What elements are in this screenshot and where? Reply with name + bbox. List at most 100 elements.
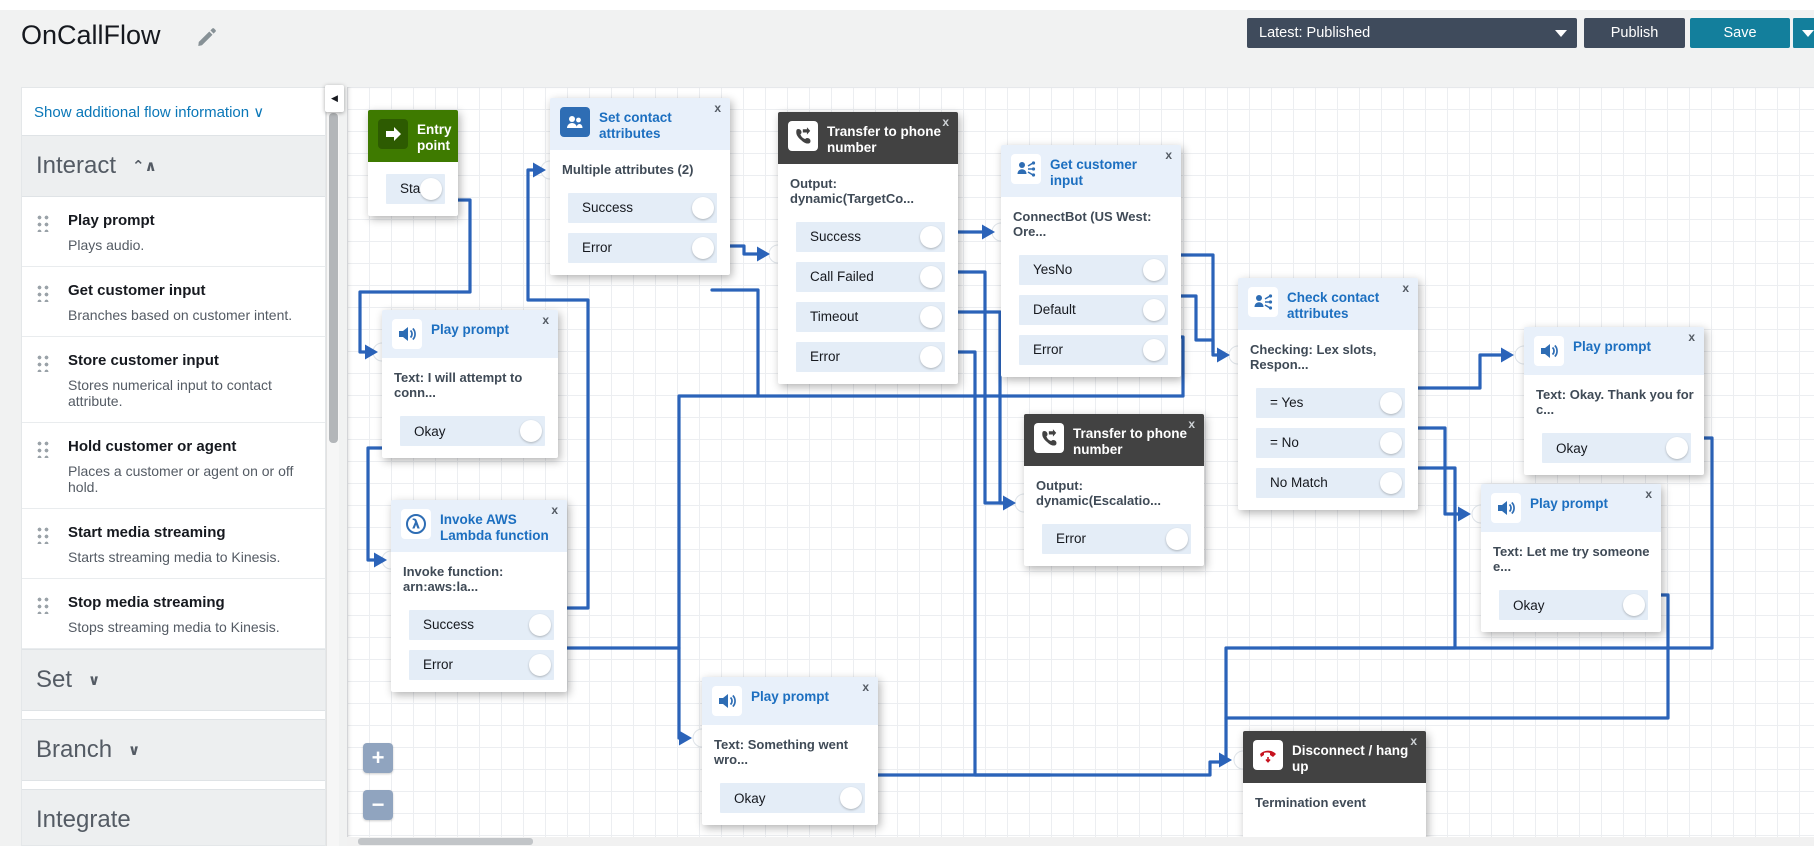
- node-output-success[interactable]: Success: [796, 221, 945, 252]
- node-output-error[interactable]: Error: [1042, 523, 1191, 554]
- node-output-error[interactable]: Error: [796, 341, 945, 372]
- node-output--yes[interactable]: = Yes: [1256, 387, 1405, 418]
- output-connector-dot[interactable]: [520, 420, 542, 442]
- node-title: Play prompt: [1530, 496, 1609, 511]
- zoom-out-button[interactable]: −: [363, 790, 393, 820]
- output-connector-dot[interactable]: [420, 177, 442, 200]
- node-title: Disconnect / hang up: [1292, 743, 1409, 774]
- sidebar-item-title: Start media streaming: [68, 524, 226, 541]
- output-connector-dot[interactable]: [920, 265, 942, 288]
- close-node-icon[interactable]: x: [714, 101, 721, 115]
- node-output-timeout[interactable]: Timeout: [796, 301, 945, 332]
- node-title: Check contact attributes: [1287, 290, 1380, 321]
- output-connector-dot[interactable]: [1143, 258, 1165, 281]
- node-output-default[interactable]: Default: [1019, 294, 1168, 325]
- node-output-yesno[interactable]: YesNo: [1019, 254, 1168, 285]
- output-connector-dot[interactable]: [529, 653, 551, 676]
- node-output-okay[interactable]: Okay: [1542, 433, 1691, 463]
- sidebar-section-set[interactable]: Set ∨: [22, 649, 325, 711]
- close-node-icon[interactable]: x: [1688, 330, 1695, 344]
- sidebar-collapse-button[interactable]: ◀: [325, 85, 344, 112]
- close-node-icon[interactable]: x: [942, 115, 949, 129]
- sidebar-item-title: Play prompt: [68, 212, 155, 229]
- sidebar-section-interact[interactable]: Interact ⌃︎∧: [22, 135, 325, 197]
- output-connector-dot[interactable]: [840, 787, 862, 809]
- output-connector-dot[interactable]: [1143, 338, 1165, 361]
- drag-handle-icon[interactable]: [36, 596, 50, 614]
- output-connector-dot[interactable]: [529, 613, 551, 636]
- node-output-error[interactable]: Error: [1019, 334, 1168, 365]
- output-connector-dot[interactable]: [1380, 431, 1402, 454]
- canvas-horizontal-scrollbar-thumb[interactable]: [358, 838, 533, 845]
- node-output--no[interactable]: = No: [1256, 427, 1405, 458]
- sidebar-scrollbar[interactable]: [326, 87, 339, 846]
- close-node-icon[interactable]: x: [1410, 734, 1417, 748]
- canvas-horizontal-scrollbar[interactable]: [347, 837, 1814, 846]
- sidebar-scrollbar-thumb[interactable]: [329, 113, 338, 443]
- node-output-okay[interactable]: Okay: [1499, 590, 1648, 620]
- output-connector-dot[interactable]: [920, 225, 942, 248]
- node-output-start[interactable]: Start: [386, 173, 445, 204]
- drag-handle-icon[interactable]: [36, 354, 50, 372]
- node-output-error[interactable]: Error: [409, 649, 554, 680]
- node-output-okay[interactable]: Okay: [400, 416, 545, 446]
- version-dropdown[interactable]: Latest: Published: [1247, 18, 1577, 48]
- close-node-icon[interactable]: x: [862, 680, 869, 694]
- version-dropdown-value: Latest: Published: [1259, 25, 1371, 41]
- node-output-error[interactable]: Error: [568, 232, 717, 263]
- node-output-no-match[interactable]: No Match: [1256, 467, 1405, 498]
- node-output-call-failed[interactable]: Call Failed: [796, 261, 945, 292]
- output-connector-dot[interactable]: [1166, 527, 1188, 550]
- close-node-icon[interactable]: x: [1188, 417, 1195, 431]
- output-connector-dot[interactable]: [1623, 594, 1645, 616]
- publish-button[interactable]: Publish: [1584, 18, 1685, 48]
- node-output-okay[interactable]: Okay: [720, 783, 865, 813]
- drag-handle-icon[interactable]: [36, 526, 50, 544]
- show-flow-info-link[interactable]: Show additional flow information ∨: [34, 104, 265, 121]
- sidebar-section-branch[interactable]: Branch ∨: [22, 719, 325, 781]
- output-connector-dot[interactable]: [692, 236, 714, 259]
- save-button[interactable]: Save: [1690, 18, 1790, 48]
- output-label: = Yes: [1270, 395, 1304, 411]
- close-node-icon[interactable]: x: [551, 503, 558, 517]
- drag-handle-icon[interactable]: [36, 214, 50, 232]
- drag-handle-icon[interactable]: [36, 440, 50, 458]
- sidebar-section-integrate[interactable]: Integrate: [22, 789, 325, 845]
- close-node-icon[interactable]: x: [542, 313, 549, 327]
- output-connector-dot[interactable]: [1380, 391, 1402, 414]
- node-output-success[interactable]: Success: [568, 192, 717, 223]
- close-node-icon[interactable]: x: [1165, 148, 1172, 162]
- save-dropdown-button[interactable]: [1792, 18, 1814, 48]
- sidebar-item-desc: Stops streaming media to Kinesis.: [68, 619, 280, 635]
- output-connector-dot[interactable]: [1380, 471, 1402, 494]
- close-node-icon[interactable]: x: [1402, 281, 1409, 295]
- output-connector-dot[interactable]: [692, 196, 714, 219]
- output-connector-dot[interactable]: [1143, 298, 1165, 321]
- output-connector-dot[interactable]: [1666, 437, 1688, 459]
- output-connector-dot[interactable]: [920, 305, 942, 328]
- node-output-success[interactable]: Success: [409, 609, 554, 640]
- output-connector-dot[interactable]: [920, 345, 942, 368]
- edit-title-icon[interactable]: [196, 26, 218, 48]
- close-node-icon[interactable]: x: [1645, 487, 1652, 501]
- zoom-in-button[interactable]: +: [363, 743, 393, 773]
- drag-handle-icon[interactable]: [36, 284, 50, 302]
